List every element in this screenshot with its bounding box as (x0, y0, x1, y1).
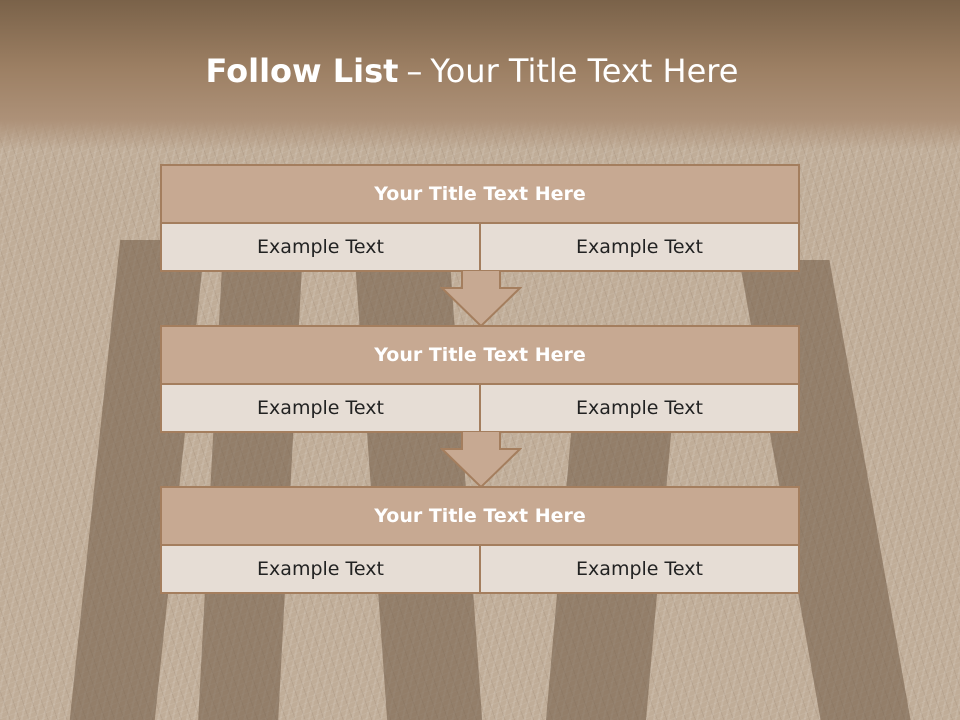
block-title: Your Title Text Here (162, 488, 798, 546)
list-block: Your Title Text Here Example Text Exampl… (160, 486, 800, 594)
block-cell-right: Example Text (479, 385, 798, 431)
block-cell-left: Example Text (162, 546, 479, 592)
list-block: Your Title Text Here Example Text Exampl… (160, 164, 800, 272)
title-band (0, 0, 960, 150)
background-shadow (69, 240, 206, 720)
block-row: Example Text Example Text (162, 224, 798, 270)
arrow-down-icon (440, 431, 522, 489)
block-title: Your Title Text Here (162, 327, 798, 385)
block-cell-right: Example Text (479, 546, 798, 592)
title-separator: – (406, 52, 423, 90)
block-cell-right: Example Text (479, 224, 798, 270)
list-block: Your Title Text Here Example Text Exampl… (160, 325, 800, 433)
title-bold-part: Follow List (205, 52, 399, 90)
block-title: Your Title Text Here (162, 166, 798, 224)
arrow-down-icon (440, 270, 522, 328)
block-cell-left: Example Text (162, 224, 479, 270)
block-row: Example Text Example Text (162, 385, 798, 431)
slide-title: Follow List–Your Title Text Here (0, 52, 944, 90)
title-rest-part: Your Title Text Here (430, 52, 739, 90)
block-row: Example Text Example Text (162, 546, 798, 592)
block-cell-left: Example Text (162, 385, 479, 431)
